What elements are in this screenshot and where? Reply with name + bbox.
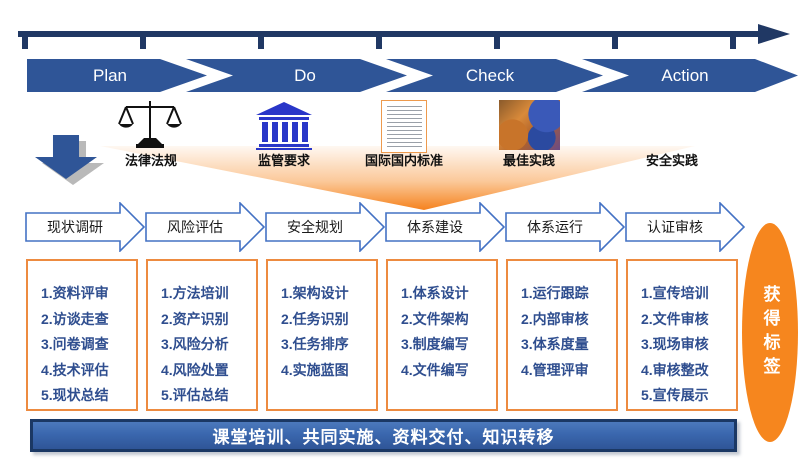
phase-arrow-planning: 安全规划 [265,202,385,252]
phase-title: 认证审核 [647,219,703,235]
list-item: 4.审核整改 [641,361,709,378]
list-item: 2.资产识别 [161,310,229,327]
phase-title: 风险评估 [167,219,223,235]
phase-box-survey: 1.资料评审 2.访谈走查 3.问卷调查 4.技术评估 5.现状总结 [26,259,138,411]
list-item: 4.实施蓝图 [281,361,349,378]
source-label-laws: 法律法规 [124,153,178,168]
list-item: 5.现状总结 [41,387,109,403]
scales-icon [118,101,182,148]
list-item: 3.问卷调查 [41,336,109,352]
timeline-arrowhead-icon [758,24,790,44]
phase-box-build: 1.体系设计 2.文件架构 3.制度编写 4.文件编写 [386,259,498,411]
list-item: 1.宣传培训 [641,285,709,301]
timeline-tick [730,33,736,49]
source-label-security-practice: 安全实践 [645,153,699,168]
bank-building-icon [256,102,312,150]
timeline-tick [22,33,28,49]
list-item: 1.方法培训 [161,285,229,301]
list-item: 2.内部审核 [521,310,589,327]
phase-box-audit: 1.宣传培训 2.文件审核 3.现场审核 4.审核整改 5.宣传展示 [626,259,738,411]
footer-banner: 课堂培训、共同实施、资料交付、知识转移 [30,419,737,452]
phase-title: 体系运行 [527,219,583,235]
list-item: 3.体系度量 [521,336,589,352]
list-item: 1.体系设计 [401,285,469,301]
list-item: 1.架构设计 [281,285,349,301]
footer-banner-label: 课堂培训、共同实施、资料交付、知识转移 [212,428,555,447]
list-item: 1.资料评审 [41,285,109,301]
source-label-standards: 国际国内标准 [364,153,444,168]
result-badge-label: 获得标签 [760,284,780,381]
list-item: 5.评估总结 [161,387,229,403]
phase-box-risk: 1.方法培训 2.资产识别 3.风险分析 4.风险处置 5.评估总结 [146,259,258,411]
list-item: 4.技术评估 [41,361,109,378]
pdca-band: Plan Do Check Action [27,59,798,92]
pdca-stage-plan: Plan [92,66,128,85]
timeline-tick [258,33,264,49]
pdca-stage-action: Action [661,66,709,85]
phase-arrow-audit: 认证审核 [625,202,745,252]
phase-box-planning: 1.架构设计 2.任务识别 3.任务排序 4.实施蓝图 [266,259,378,411]
phase-box-operate: 1.运行跟踪 2.内部审核 3.体系度量 4.管理评审 [506,259,618,411]
list-item: 5.宣传展示 [641,387,709,403]
list-item: 3.现场审核 [641,336,709,352]
phase-arrow-risk: 风险评估 [145,202,265,252]
result-badge: 获得标签 [742,223,798,442]
phase-arrow-survey: 现状调研 [25,202,145,252]
standard-document-icon [381,100,427,153]
phase-title: 安全规划 [287,219,343,235]
pdca-stage-do: Do [294,66,316,85]
list-item: 2.任务识别 [281,310,349,327]
phase-title: 体系建设 [407,219,463,235]
list-item: 4.文件编写 [401,361,469,378]
funnel-shape [100,146,695,210]
timeline-axis [18,31,762,37]
phase-arrow-build: 体系建设 [385,202,505,252]
list-item: 2.文件审核 [641,310,709,327]
list-item: 4.管理评审 [521,361,589,378]
list-item: 4.风险处置 [161,361,229,378]
list-item: 3.制度编写 [401,336,469,352]
timeline-tick [494,33,500,49]
list-item: 2.文件架构 [401,310,469,327]
list-item: 3.风险分析 [161,336,229,352]
source-label-regulator: 监管要求 [257,153,311,168]
phase-arrow-operate: 体系运行 [505,202,625,252]
list-item: 3.任务排序 [281,336,349,352]
timeline-tick [376,33,382,49]
phase-title: 现状调研 [47,219,103,235]
list-item: 2.访谈走查 [41,310,109,327]
timeline-tick [612,33,618,49]
pdca-stage-check: Check [465,66,515,85]
source-label-best-practice: 最佳实践 [502,153,556,168]
best-practice-photo-icon [499,100,560,150]
timeline-tick [140,33,146,49]
document-text-lines [387,106,422,148]
list-item: 1.运行跟踪 [521,285,589,301]
